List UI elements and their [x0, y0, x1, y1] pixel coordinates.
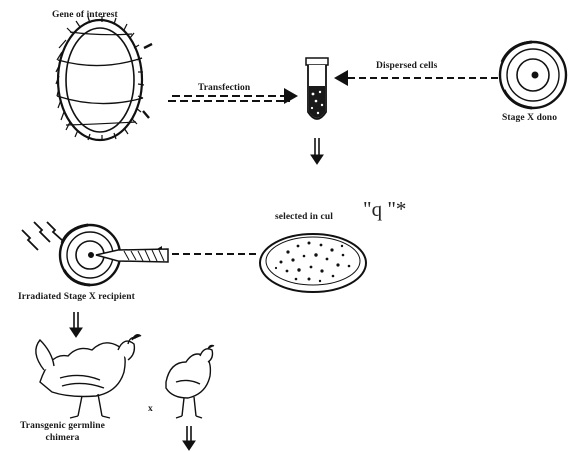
transfection-label: Transfection	[198, 83, 250, 93]
stray-mark-label: "q "*	[363, 197, 406, 222]
lightning-icon	[22, 222, 63, 250]
transfection-arrow	[168, 96, 296, 101]
hen-icon	[166, 345, 214, 418]
down-arrow-icon	[311, 138, 323, 164]
dispersed-cells-label: Dispersed cells	[376, 61, 437, 71]
transgenic-chimeras-label: Transgenic germline chimera	[10, 420, 115, 444]
plasmid-icon	[56, 16, 152, 141]
syringe-icon	[96, 249, 168, 262]
rooster-icon	[36, 335, 141, 418]
embryo-icon	[500, 42, 566, 108]
test-tube-icon	[306, 58, 328, 119]
irradiated-recipient-label: Irradiated Stage X recipient	[18, 292, 135, 302]
stage-x-donor-label: Stage X dono	[502, 113, 557, 123]
cross-symbol: x	[148, 404, 153, 414]
gene-of-interest-label: Gene of interest	[52, 10, 118, 20]
petri-dish-icon	[260, 234, 366, 292]
selected-in-culture-label: selected in cul	[275, 212, 333, 222]
down-arrow-icon	[70, 312, 82, 337]
down-arrow-icon	[183, 426, 195, 450]
